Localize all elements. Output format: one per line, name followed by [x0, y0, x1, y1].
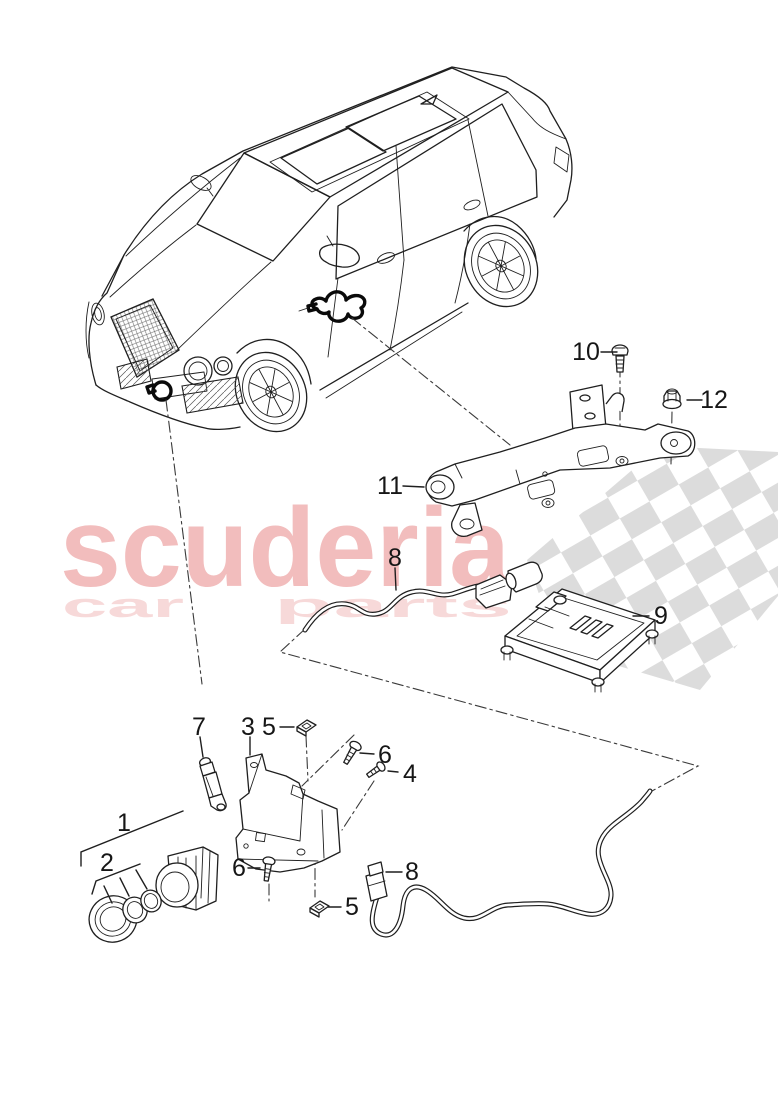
front-grille — [110, 298, 180, 378]
part-valve-7 — [199, 757, 227, 812]
watermark-brand-text: scuderia — [60, 485, 511, 610]
side-mirror-far — [190, 175, 212, 191]
door-handle-front — [377, 252, 395, 264]
callouts: 1 2 3 4 5 5 6 6 7 8 8 9 10 11 12 — [100, 338, 728, 921]
antenna-fin — [420, 94, 438, 105]
part-screw-4 — [366, 761, 386, 779]
door-handle-rear — [463, 199, 481, 211]
callout-2: 2 — [100, 849, 114, 877]
watermark-tagline-car: car — [62, 587, 184, 625]
callout-5-lower: 5 — [345, 893, 359, 921]
bumper-intake-far — [116, 358, 152, 390]
callout-4: 4 — [403, 760, 417, 788]
front-wheel — [234, 351, 308, 433]
callout-6-lower: 6 — [232, 854, 246, 882]
part-bracket-3 — [235, 753, 341, 873]
callout-10: 10 — [572, 338, 600, 366]
part-control-unit-9 — [500, 588, 659, 693]
part-clip-5-upper — [296, 719, 317, 737]
door-harness-highlight — [298, 290, 367, 323]
car-illustration — [85, 66, 573, 433]
part-screw-6-lower — [262, 856, 276, 882]
bumper-intake — [181, 376, 244, 414]
part-screw-10 — [611, 344, 629, 373]
callout-12: 12 — [700, 386, 728, 414]
headlight-outer — [183, 356, 213, 386]
bumper-camera-highlight — [145, 380, 173, 402]
callout-3: 3 — [241, 713, 255, 741]
callout-1: 1 — [117, 809, 131, 837]
callout-8-lower: 8 — [405, 858, 419, 886]
part-rings-2 — [88, 889, 162, 943]
part-nut-12 — [662, 388, 682, 410]
locator-lines — [165, 317, 700, 902]
callout-7: 7 — [192, 713, 206, 741]
callout-6-upper: 6 — [378, 741, 392, 769]
callout-8-upper: 8 — [388, 544, 402, 572]
callout-9: 9 — [654, 602, 668, 630]
side-mirror-near — [318, 243, 360, 268]
callout-5-upper: 5 — [262, 713, 276, 741]
callout-11: 11 — [377, 472, 403, 500]
rear-wheel — [463, 224, 539, 308]
watermark: scuderia car parts — [60, 446, 778, 690]
part-clip-5-lower — [309, 900, 330, 918]
part-cable-8-upper — [302, 561, 543, 633]
part-screw-6-upper — [343, 740, 362, 765]
headlight-inner — [213, 356, 233, 376]
leader-lines — [80, 351, 703, 908]
part-bracket-11 — [425, 384, 696, 537]
part-camera-1 — [155, 846, 219, 911]
part-cable-8-lower — [365, 788, 653, 938]
